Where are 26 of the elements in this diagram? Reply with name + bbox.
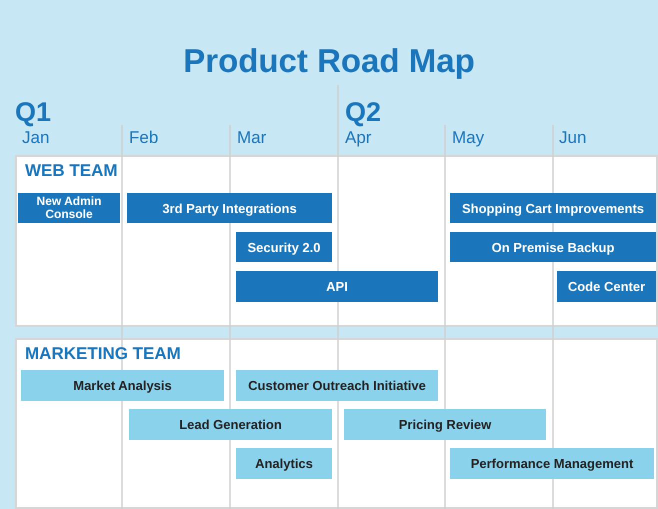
title: Product Road Map: [182, 42, 476, 80]
task-bar: Shopping Cart Improvements: [450, 193, 656, 223]
month-label: Feb: [129, 128, 158, 148]
task-bar: Lead Generation: [129, 409, 332, 440]
task-bar: Pricing Review: [344, 409, 546, 440]
task-bar: New Admin Console: [18, 193, 120, 223]
task-bar: Analytics: [236, 448, 332, 479]
task-bar: Market Analysis: [21, 370, 224, 401]
task-bar: Code Center: [557, 271, 656, 302]
quarter-label: Q1: [15, 97, 52, 128]
task-bar: Performance Management: [450, 448, 654, 479]
team-heading: WEB TEAM: [25, 161, 118, 181]
task-bar: Customer Outreach Initiative: [236, 370, 438, 401]
task-bar: API: [236, 271, 438, 302]
month-label: May: [452, 128, 484, 148]
team-panel: [15, 338, 658, 509]
month-label: Mar: [237, 128, 266, 148]
month-label: Apr: [345, 128, 372, 148]
month-label: Jan: [22, 128, 50, 148]
team-panel: [15, 155, 658, 327]
month-label: Jun: [559, 128, 586, 148]
quarter-label: Q2: [345, 97, 382, 128]
team-heading: MARKETING TEAM: [25, 344, 181, 364]
task-bar: 3rd Party Integrations: [127, 193, 332, 223]
task-bar: Security 2.0: [236, 232, 332, 262]
task-bar: On Premise Backup: [450, 232, 656, 262]
